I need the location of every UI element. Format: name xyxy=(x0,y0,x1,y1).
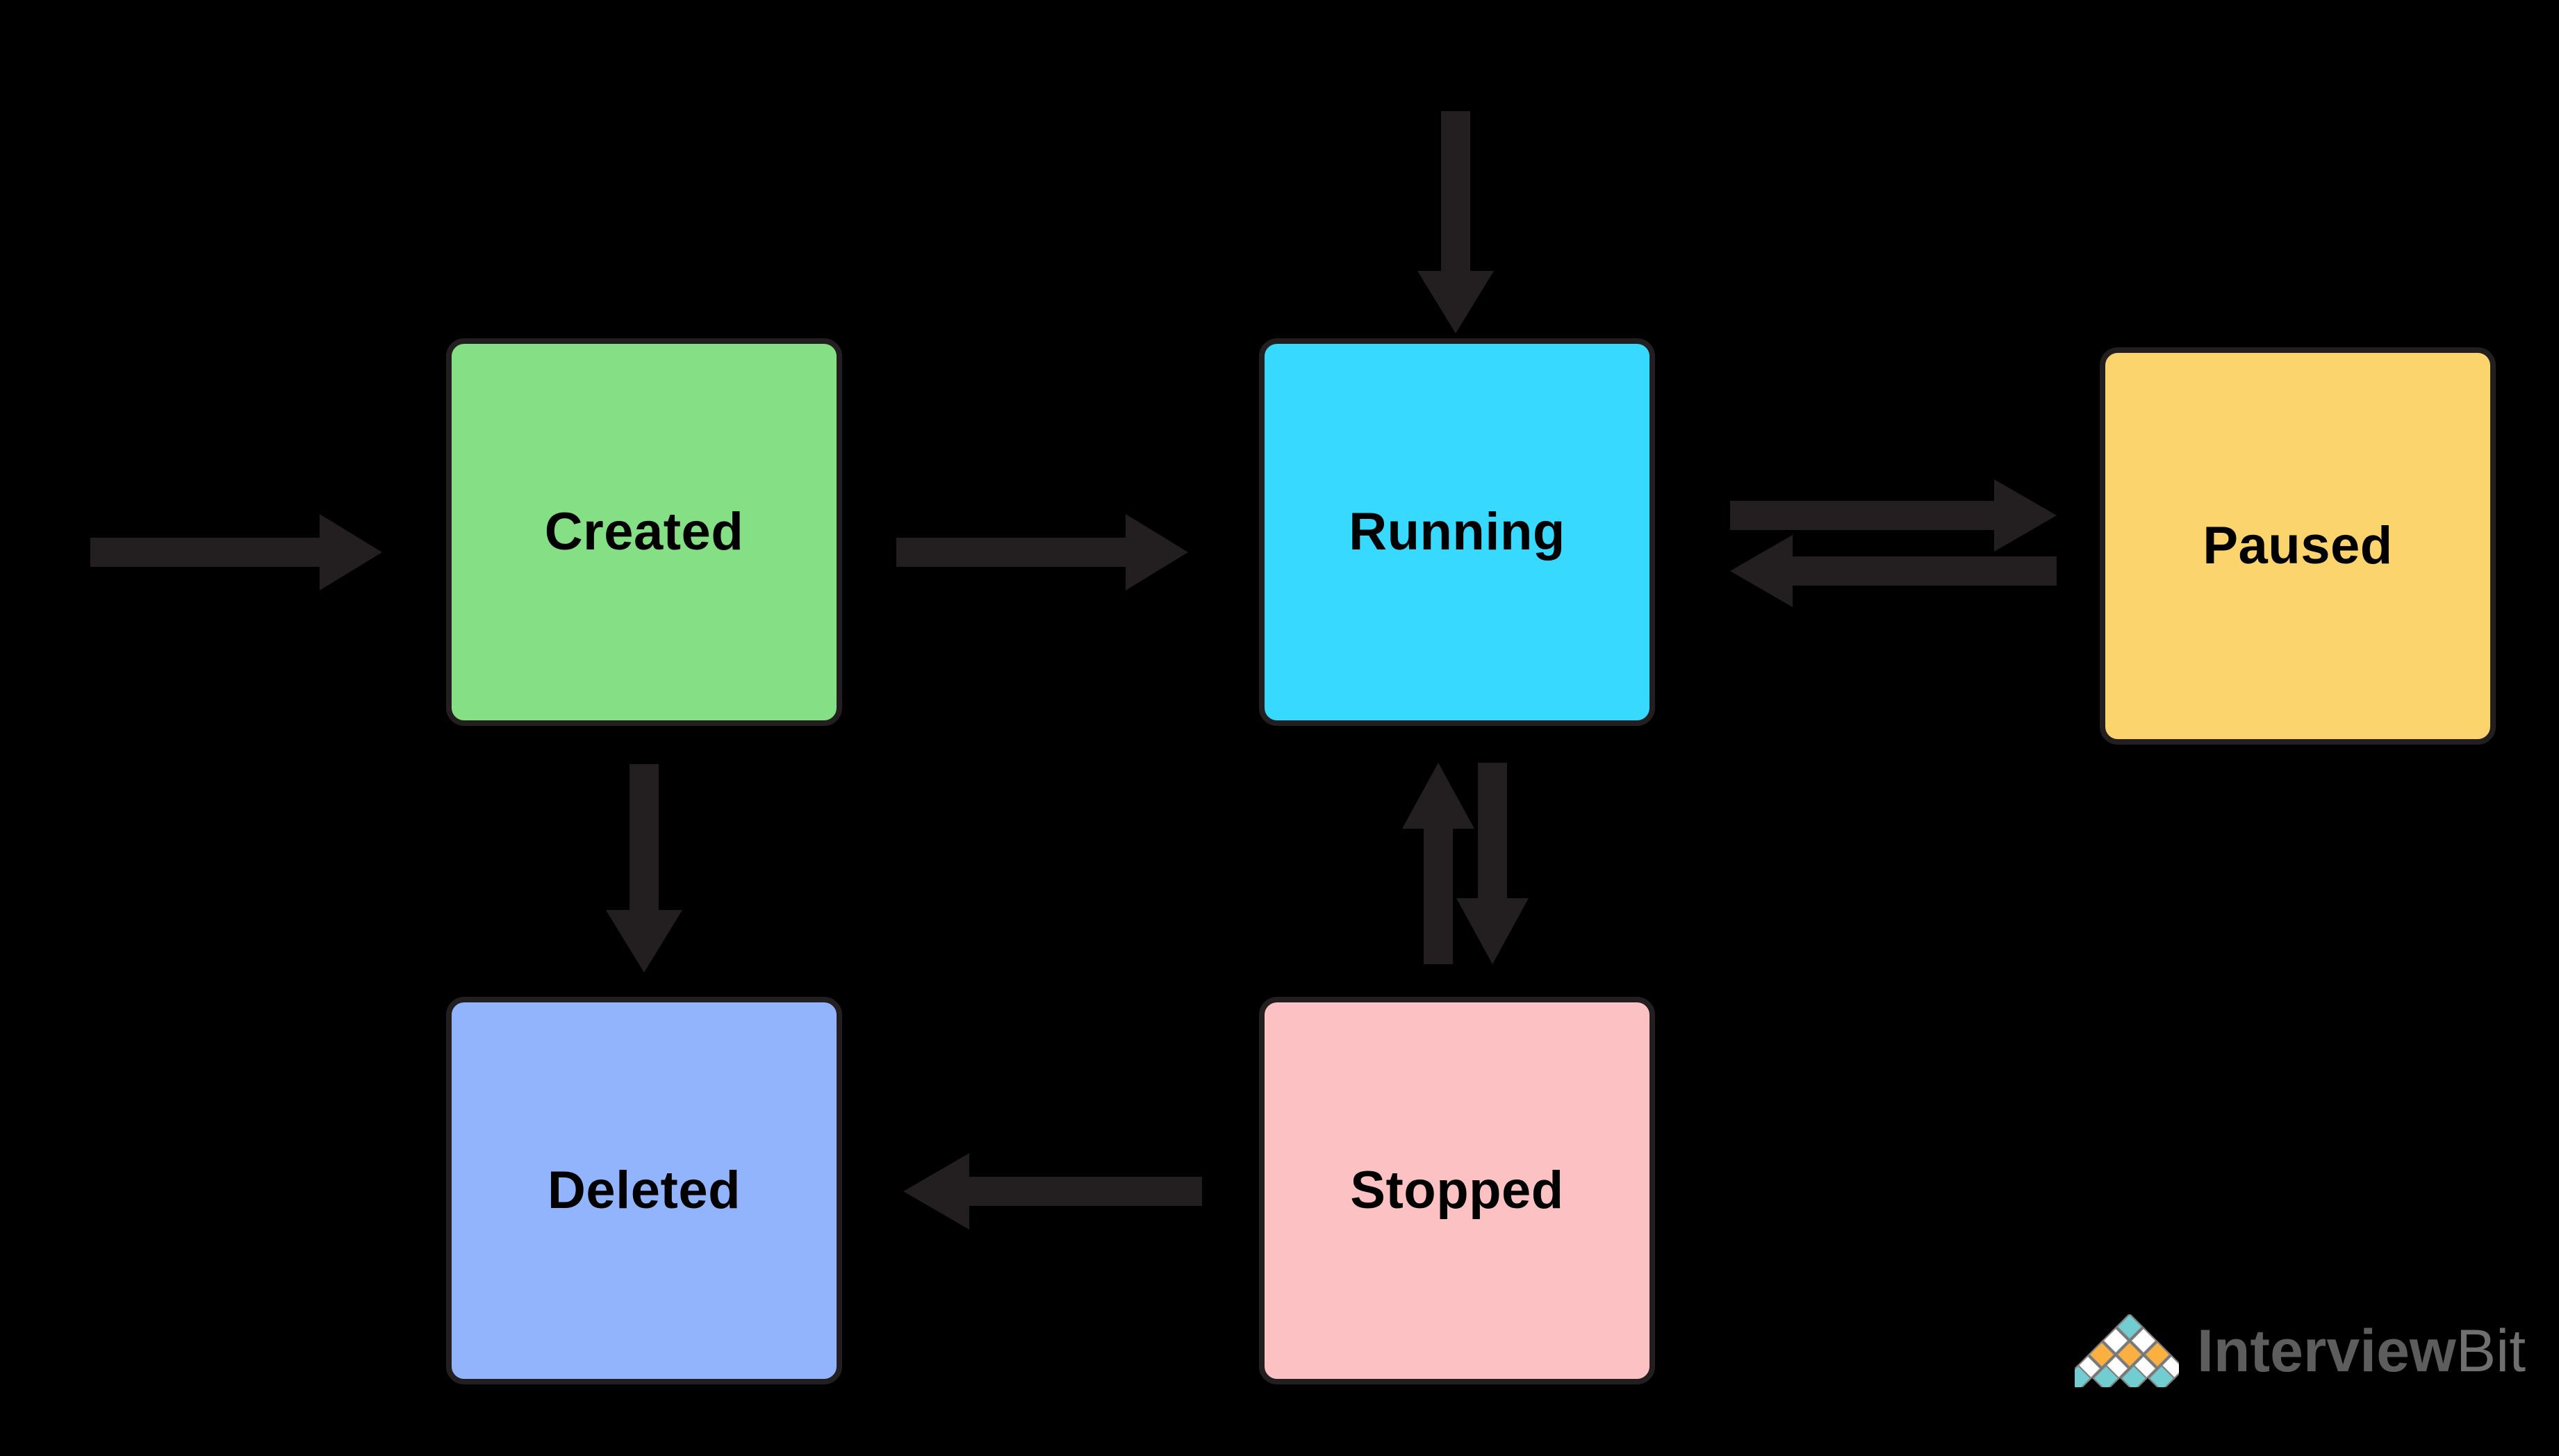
state-label-running: Running xyxy=(1349,502,1565,561)
interviewbit-logo-mark-icon xyxy=(2064,1313,2185,1392)
state-box-created[interactable]: Created xyxy=(446,338,842,726)
state-box-deleted[interactable]: Deleted xyxy=(446,997,842,1384)
state-box-running[interactable]: Running xyxy=(1259,338,1655,726)
logo-word-bit: Bit xyxy=(2455,1317,2526,1384)
state-label-stopped: Stopped xyxy=(1350,1161,1564,1220)
interviewbit-logo: InterviewBit xyxy=(2064,1313,2526,1392)
arrow-created-to-running xyxy=(896,514,1188,590)
state-box-stopped[interactable]: Stopped xyxy=(1259,997,1655,1384)
logo-word-interview: Interview xyxy=(2197,1317,2456,1384)
state-label-created: Created xyxy=(544,502,744,561)
arrow-created-to-deleted xyxy=(606,764,682,973)
arrow-running-to-stopped xyxy=(1456,763,1529,964)
arrow-stopped-to-running xyxy=(1402,763,1474,964)
arrow-start-to-running xyxy=(1417,111,1494,333)
arrow-start-to-created xyxy=(90,514,382,590)
state-label-deleted: Deleted xyxy=(547,1161,741,1220)
arrow-stopped-to-deleted xyxy=(903,1153,1202,1230)
state-box-paused[interactable]: Paused xyxy=(2100,347,2496,745)
arrow-paused-to-running xyxy=(1730,535,2057,607)
arrow-running-to-paused xyxy=(1730,479,2057,552)
interviewbit-wordmark: InterviewBit xyxy=(2197,1321,2526,1381)
state-label-paused: Paused xyxy=(2203,516,2393,575)
